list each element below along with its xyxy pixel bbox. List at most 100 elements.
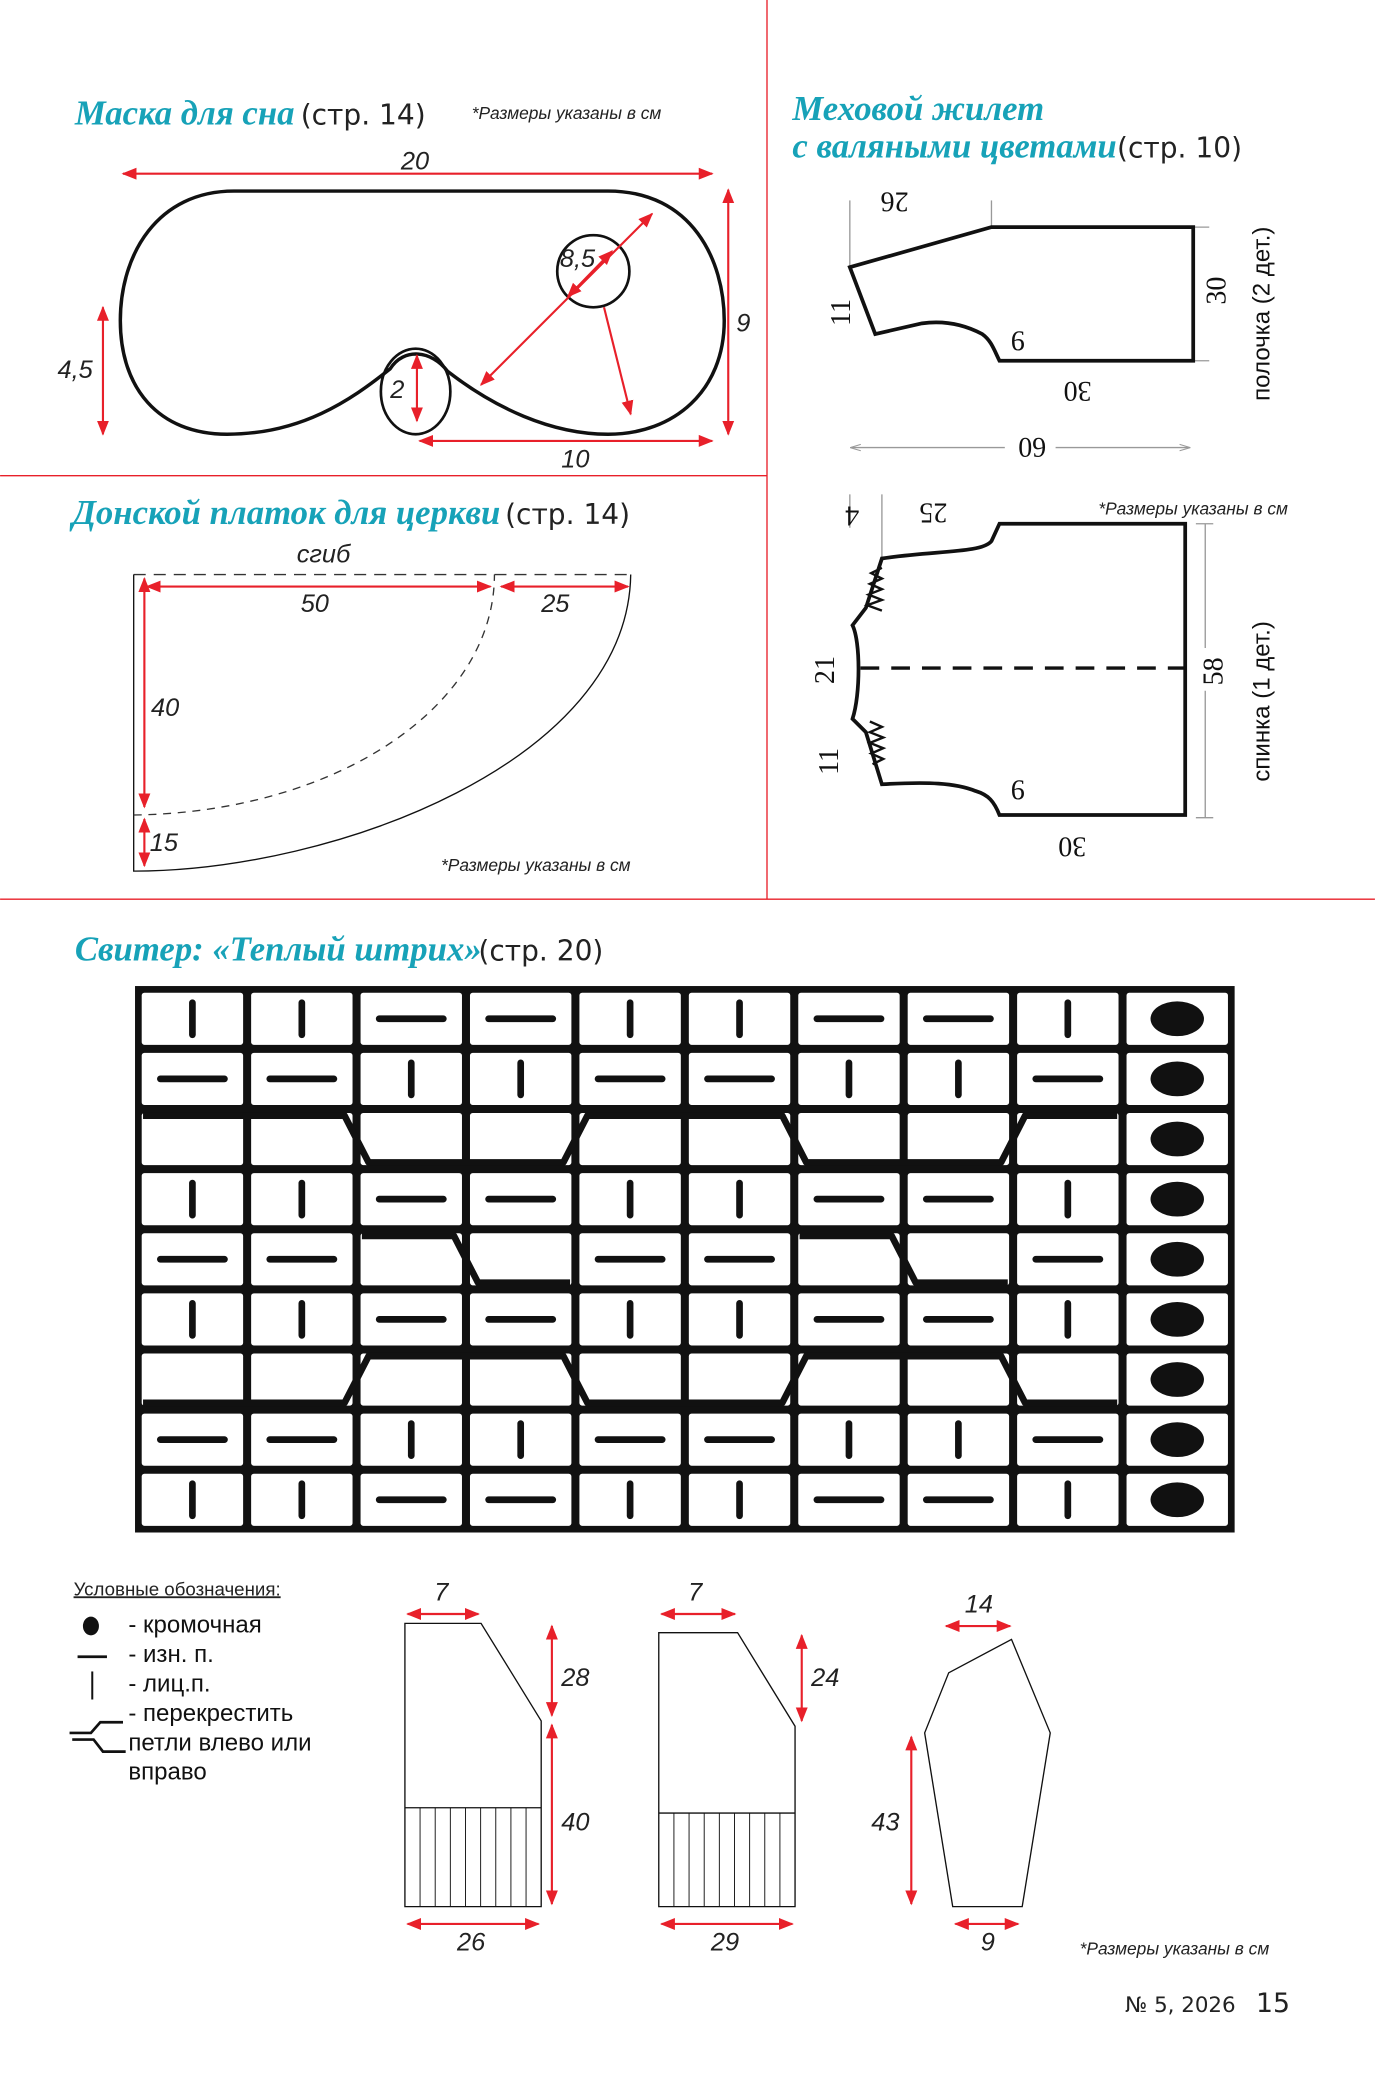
front-armhole-dim: 24 <box>810 1664 839 1692</box>
sweater-front-piece: 7 24 29 <box>658 1579 839 1957</box>
mask-note: *Размеры указаны в см <box>472 103 662 123</box>
back-label: спинка (1 дет.) <box>1248 621 1275 781</box>
back-armhole: 11 <box>814 748 845 775</box>
page-number: 15 <box>1256 1988 1290 2019</box>
edge-stitch-mark <box>1150 1482 1204 1518</box>
chart-cell <box>1017 1353 1119 1406</box>
shawl-section: Донской платок для церкви (стр. 14) сгиб… <box>69 493 632 875</box>
back-neck-dim: 7 <box>434 1579 449 1607</box>
back-armhole-dim: 28 <box>560 1664 589 1692</box>
dim-half: 10 <box>561 446 589 474</box>
dim-radius: 50 <box>301 590 329 618</box>
shawl-inner-curve <box>133 574 496 816</box>
legend-edge: - кромочная <box>128 1612 261 1639</box>
mask-section: Маска для сна (стр. 14) *Размеры указаны… <box>58 93 751 473</box>
chart-cell <box>798 1233 900 1286</box>
front-neck-dim: 7 <box>688 1579 703 1607</box>
front-label: полочка (2 дет.) <box>1248 227 1275 401</box>
back-shoulder: 25 <box>919 497 947 528</box>
chart-cell <box>251 1353 353 1406</box>
back-top-drop: 4 <box>845 499 859 530</box>
issue-number: № 5, 2026 <box>1125 1993 1236 2018</box>
dim-arrow-eye-inner <box>566 250 614 298</box>
legend-heading: Условные обозначения: <box>74 1578 281 1599</box>
vest-back-pattern: 4 25 *Размеры указаны в см 21 11 9 58 30… <box>810 494 1288 862</box>
back-outline <box>850 521 1188 817</box>
chart-cell <box>141 1353 244 1406</box>
dim-arrow-eye-diag <box>480 212 654 386</box>
sleeve-outline <box>923 1638 1051 1908</box>
chart-cell <box>907 1353 1010 1406</box>
mask-page-ref: (стр. 14) <box>301 98 426 131</box>
front-shoulder: 26 <box>881 185 909 216</box>
chart-cell <box>798 1353 900 1406</box>
chart-cell <box>360 1233 462 1286</box>
legend-purl: - изн. п. <box>128 1641 213 1668</box>
knit-chart <box>135 986 1235 1533</box>
dim-eye: 8,5 <box>560 245 596 273</box>
back-neck: 9 <box>1011 773 1025 804</box>
edge-stitch-mark <box>1150 1061 1204 1097</box>
sweater-page-ref: (стр. 20) <box>478 935 603 968</box>
dim-nose: 2 <box>389 376 404 404</box>
dim-arrow-eye-down <box>602 307 634 416</box>
chart-cell <box>688 1353 791 1406</box>
front-armhole: 11 <box>826 299 857 326</box>
chart-cell <box>1017 1112 1119 1166</box>
sweater-section: Свитер: «Теплый штрих» (стр. 20) Условны… <box>69 930 1270 1959</box>
sweater-note: *Размеры указаны в см <box>1080 1939 1270 1959</box>
edge-stitch-mark <box>1150 1001 1204 1037</box>
cable-cross-mark <box>361 1232 571 1286</box>
sweater-sleeve: 14 43 9 <box>871 1591 1051 1957</box>
shawl-page-ref: (стр. 14) <box>505 498 630 531</box>
chart-cell <box>360 1353 462 1406</box>
edge-stitch-mark <box>1150 1302 1204 1337</box>
chart-cell <box>688 1112 791 1166</box>
vest-front-pattern: 26 11 9 30 30 полочка (2 дет.) <box>826 185 1276 406</box>
back-ribbing <box>419 1807 527 1907</box>
cable-cross-mark <box>143 1112 1118 1166</box>
sweater-title: Свитер: «Теплый штрих» <box>75 930 482 969</box>
dim-border: 25 <box>540 590 570 618</box>
chart-cell <box>251 1112 353 1166</box>
back-height: 58 <box>1199 657 1230 685</box>
front-piece-outline <box>658 1632 796 1908</box>
back-width-dim: 26 <box>456 1929 486 1957</box>
chart-cell <box>907 1112 1010 1166</box>
chart-cell <box>579 1112 681 1166</box>
edge-stitch-mark <box>1150 1422 1204 1458</box>
dim-hem: 15 <box>150 829 179 857</box>
mask-title: Маска для сна <box>74 93 295 132</box>
front-height: 30 <box>1201 277 1232 305</box>
legend-cross-1: - перекрестить <box>128 1700 293 1727</box>
edge-stitch-mark <box>1150 1241 1204 1277</box>
edge-stitch-mark <box>1150 1362 1204 1397</box>
shawl-outline <box>133 574 632 872</box>
sweater-back-piece: 7 28 40 26 <box>404 1579 589 1957</box>
chart-cell <box>141 1112 244 1166</box>
shawl-title: Донской платок для церкви <box>69 493 500 532</box>
edge-stitch-mark <box>1150 1181 1204 1217</box>
legend-cross-2: петли влево или <box>128 1729 311 1756</box>
chart-cell <box>360 1112 462 1166</box>
dim-width: 20 <box>400 148 429 176</box>
edge-stitch-mark <box>1150 1121 1204 1157</box>
back-piece-outline <box>404 1622 542 1908</box>
cable-cross-icon <box>69 1720 126 1753</box>
sleeve-length-dim: 43 <box>871 1808 899 1836</box>
vest-section: Меховой жилет с валяными цветами (стр. 1… <box>791 89 1288 861</box>
legend: Условные обозначения: - кромочная - изн.… <box>69 1578 312 1786</box>
vest-note: *Размеры указаны в см <box>1098 498 1288 518</box>
chart-cell <box>907 1233 1010 1286</box>
legend-cross-3: вправо <box>128 1759 206 1786</box>
back-bottom: 30 <box>1058 831 1086 862</box>
front-outline <box>847 225 1196 363</box>
front-width-dim: 29 <box>710 1929 739 1957</box>
chart-cell <box>798 1112 900 1166</box>
front-bottom: 30 <box>1064 375 1092 406</box>
front-ribbing <box>673 1813 781 1907</box>
back-body-dim: 40 <box>561 1808 589 1836</box>
sleeve-cuff-dim: 9 <box>981 1929 995 1957</box>
cable-cross-mark <box>799 1232 1008 1286</box>
armhole-trim-bottom <box>866 720 887 766</box>
